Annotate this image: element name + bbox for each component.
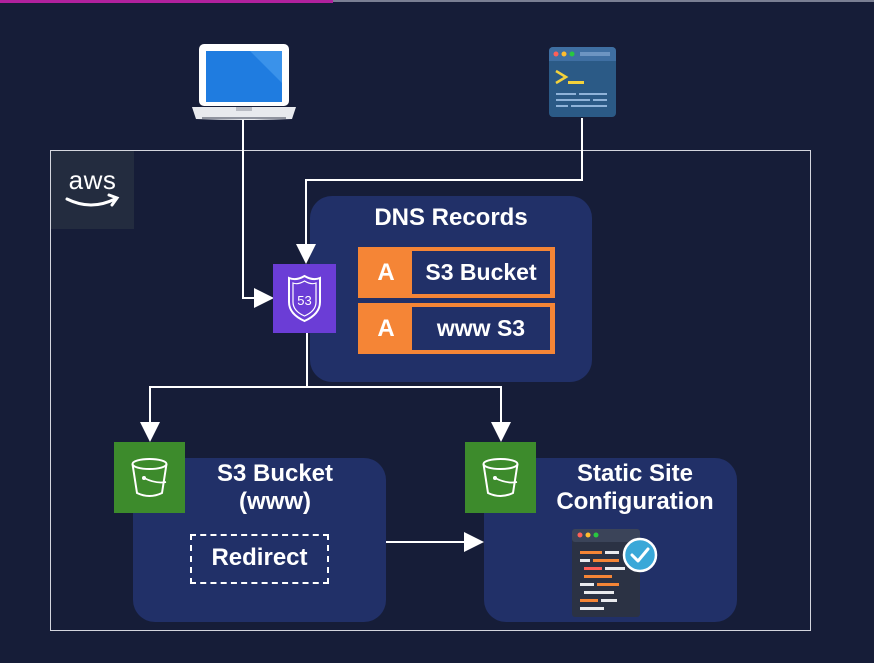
redirect-box: Redirect bbox=[190, 534, 329, 584]
s3-www-title: S3 Bucket (www) bbox=[180, 460, 370, 516]
route53-to-static-arrow bbox=[307, 386, 511, 442]
dns-record-type: A bbox=[377, 315, 395, 342]
terminal-icon bbox=[549, 47, 616, 122]
laptop-icon bbox=[192, 43, 296, 126]
route53-icon: 53 bbox=[273, 264, 336, 333]
route53-label: 53 bbox=[297, 293, 311, 308]
s3-www-title-line2: (www) bbox=[239, 488, 311, 515]
terminal-to-route53-arrow bbox=[296, 118, 583, 264]
static-site-title: Static Site Configuration bbox=[535, 460, 735, 516]
aws-logo-text: aws bbox=[68, 165, 117, 195]
s3-www-title-line1: S3 Bucket bbox=[216, 460, 334, 487]
check-badge-icon bbox=[622, 537, 658, 573]
laptop-to-route53-arrow bbox=[242, 120, 274, 308]
aws-smile-icon bbox=[65, 193, 120, 207]
dns-record-target: www S3 bbox=[412, 307, 550, 350]
s3-bucket-icon bbox=[114, 442, 185, 513]
route53-to-s3-www-arrow bbox=[140, 333, 308, 442]
dns-record-target: S3 Bucket bbox=[412, 251, 550, 294]
aws-cloud-boundary bbox=[50, 150, 811, 631]
static-site-title-line1: Static Site bbox=[576, 460, 694, 487]
dns-record: A S3 Bucket bbox=[358, 247, 555, 298]
dns-record: A www S3 bbox=[358, 303, 555, 354]
dns-records-title: DNS Records bbox=[374, 204, 528, 231]
s3-bucket-icon bbox=[465, 442, 536, 513]
code-config-icon bbox=[570, 527, 660, 624]
top-accent-bar bbox=[0, 0, 333, 3]
aws-logo: aws bbox=[51, 151, 134, 229]
static-site-title-line2: Configuration bbox=[556, 488, 714, 515]
dns-record-type: A bbox=[377, 259, 395, 286]
top-grey-bar bbox=[333, 0, 874, 2]
